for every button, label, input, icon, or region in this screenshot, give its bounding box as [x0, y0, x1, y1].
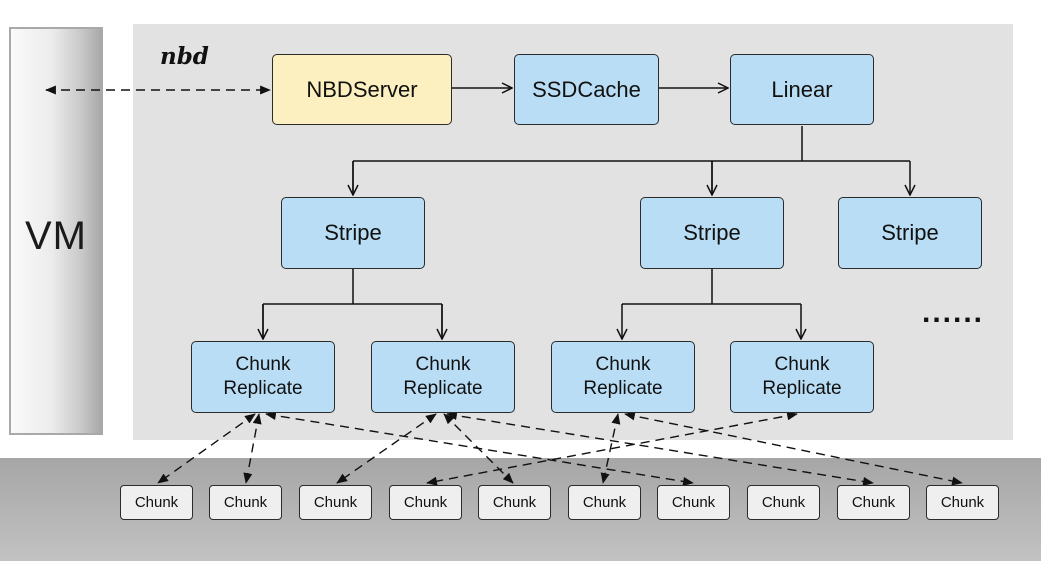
chunk-box: Chunk [657, 485, 730, 520]
replicate-line1: Chunk [235, 354, 291, 375]
replicate-line1: Chunk [774, 354, 830, 375]
chunk-replicate-box: Chunk Replicate [551, 341, 695, 413]
nbd-label: nbd [160, 43, 209, 70]
stripe-replicate-tree-left [262, 269, 443, 339]
more-ellipsis: ...... [922, 296, 985, 329]
chunk-box: Chunk [837, 485, 910, 520]
replicate-line1: Chunk [415, 354, 471, 375]
linear-stripe-tree [352, 126, 910, 195]
replica-chunk-link [157, 413, 256, 484]
chunk-box: Chunk [568, 485, 641, 520]
stripe-box: Stripe [838, 197, 982, 269]
replicate-line1: Chunk [595, 354, 651, 375]
replicate-line2: Replicate [223, 378, 303, 399]
replica-chunk-link [336, 413, 437, 484]
replicate-line2: Replicate [583, 378, 663, 399]
chunk-box: Chunk [926, 485, 999, 520]
stripe-box: Stripe [281, 197, 425, 269]
vm-box: VM [9, 27, 103, 435]
replica-chunk-link [243, 413, 262, 484]
ssd-cache-box: SSDCache [514, 54, 659, 125]
replicate-line2: Replicate [762, 378, 842, 399]
stripe-replicate-tree-right [622, 269, 801, 305]
nbd-server-box: NBDServer [272, 54, 452, 125]
chunk-box: Chunk [299, 485, 372, 520]
chunk-replicate-box: Chunk Replicate [191, 341, 335, 413]
replica-chunk-link [426, 411, 798, 486]
chunk-box: Chunk [747, 485, 820, 520]
chunk-box: Chunk [209, 485, 282, 520]
chunk-box: Chunk [478, 485, 551, 520]
replicate-line2: Replicate [403, 378, 483, 399]
stripe-box: Stripe [640, 197, 784, 269]
replica-chunk-link [624, 411, 963, 486]
chunk-replicate-box: Chunk Replicate [730, 341, 874, 413]
vm-label: VM [25, 214, 87, 258]
chunk-box: Chunk [120, 485, 193, 520]
chunk-box: Chunk [389, 485, 462, 520]
chunk-replicate-box: Chunk Replicate [371, 341, 515, 413]
replica-chunk-link [443, 413, 514, 484]
replica-chunk-link [446, 411, 874, 486]
linear-box: Linear [730, 54, 874, 125]
